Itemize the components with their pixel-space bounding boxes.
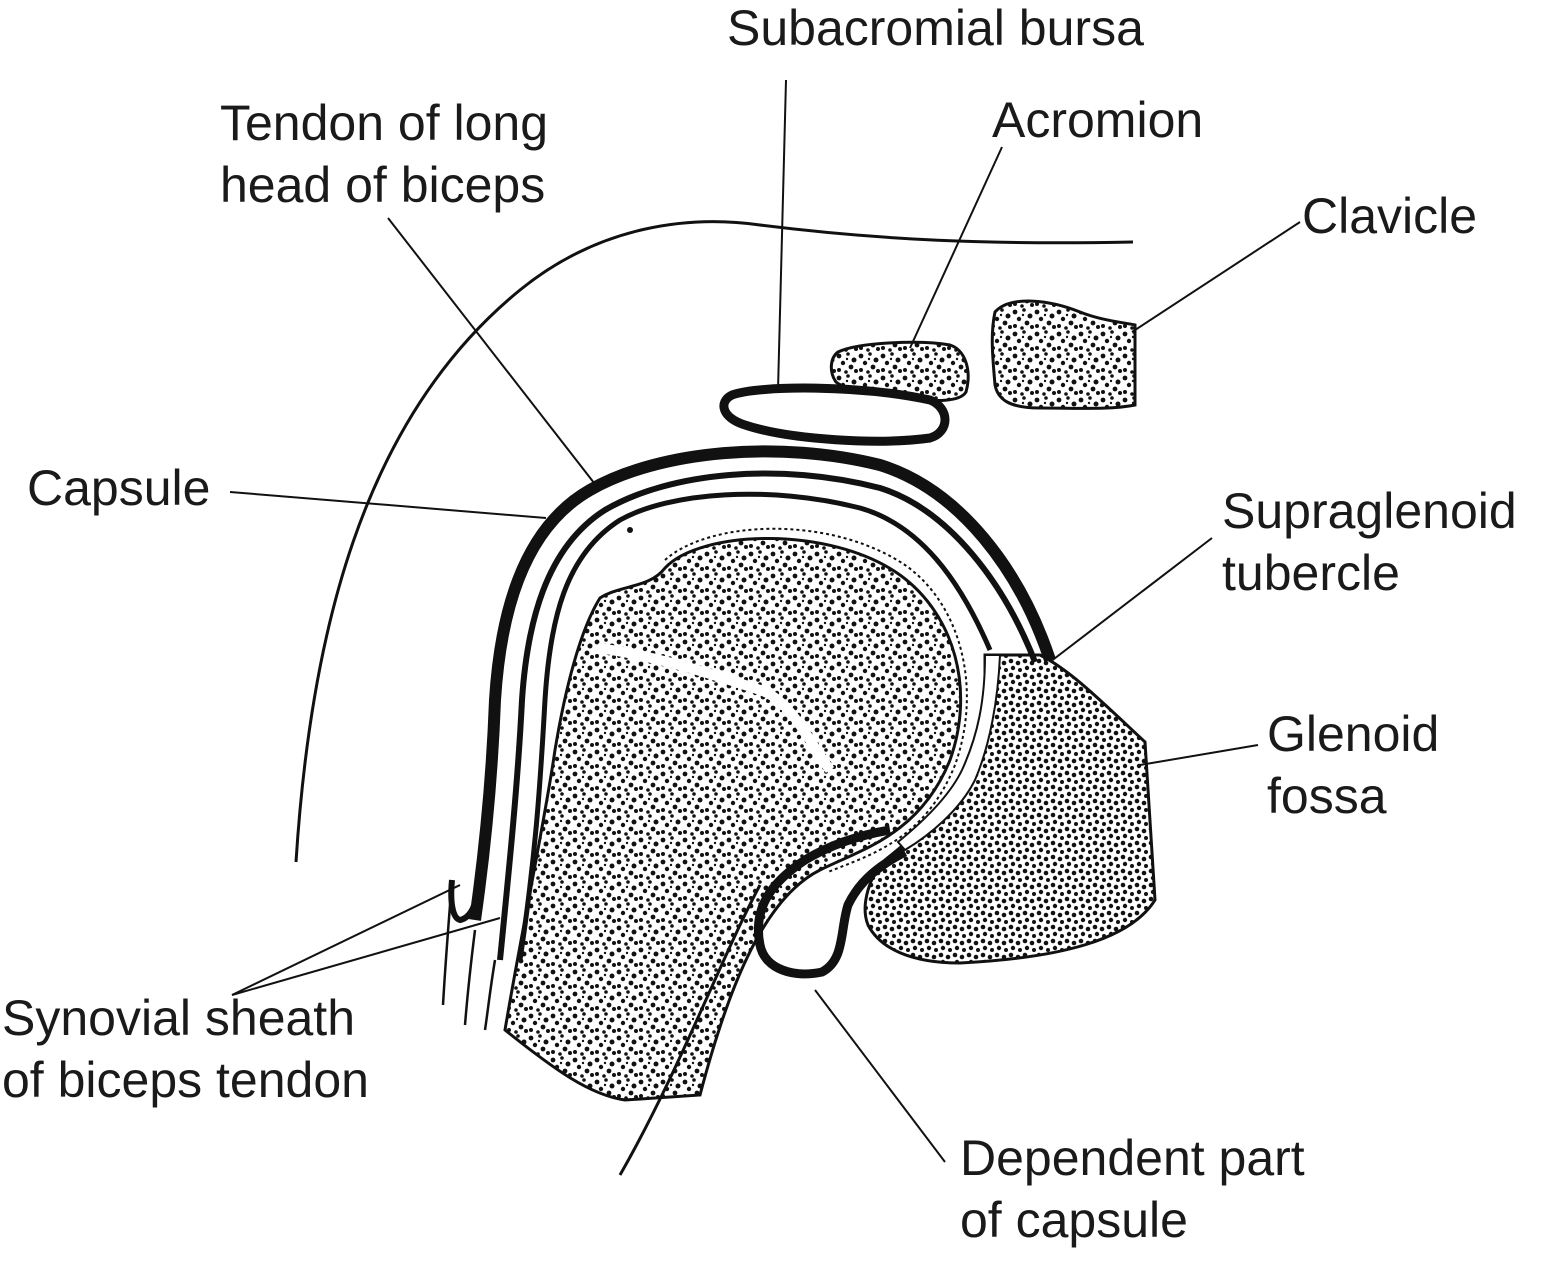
label-tendon-line-1: Tendon of long bbox=[220, 95, 549, 151]
label-acromion-text: Acromion bbox=[992, 92, 1204, 148]
label-capsule-text: Capsule bbox=[27, 460, 211, 516]
label-glenoid-line-2: fossa bbox=[1267, 768, 1387, 824]
label-supraglenoid-line-1: Supraglenoid bbox=[1222, 483, 1517, 539]
label-capsule: Capsule bbox=[27, 457, 210, 519]
leader-clavicle bbox=[1131, 221, 1301, 333]
label-synovial-line-2: of biceps tendon bbox=[2, 1052, 369, 1108]
tendon-lower-line bbox=[441, 879, 454, 1006]
dependent-capsule bbox=[754, 825, 908, 979]
label-dependent-line-1: Dependent part bbox=[960, 1130, 1305, 1186]
label-clavicle: Clavicle bbox=[1302, 185, 1477, 247]
leader-tendon bbox=[387, 217, 599, 489]
label-synovial-sheath: Synovial sheath of biceps tendon bbox=[2, 987, 369, 1111]
leader-synovial-1 bbox=[231, 884, 461, 996]
label-acromion: Acromion bbox=[992, 89, 1203, 151]
label-dependent-part-capsule: Dependent part of capsule bbox=[960, 1127, 1305, 1251]
tendon-lower-line-3 bbox=[463, 929, 477, 1026]
leader-subacromial bbox=[777, 79, 787, 391]
leader-capsule bbox=[229, 491, 547, 519]
humerus-shaft-line bbox=[618, 884, 762, 1176]
acromion-bone bbox=[829, 340, 970, 402]
label-supraglenoid-tubercle: Supraglenoid tubercle bbox=[1222, 480, 1517, 604]
synovial-layer bbox=[517, 491, 993, 961]
leader-acromion bbox=[909, 146, 1003, 349]
tendon-lower-line-2 bbox=[483, 959, 497, 1031]
label-subacromial-bursa-text: Subacromial bursa bbox=[727, 0, 1144, 56]
leader-synovial-2 bbox=[231, 917, 501, 996]
skin-outline bbox=[294, 220, 1134, 863]
capsule-outer bbox=[469, 445, 1056, 921]
humerus-bone bbox=[503, 527, 968, 1102]
label-tendon-line-2: head of biceps bbox=[220, 157, 546, 213]
label-glenoid-line-1: Glenoid bbox=[1267, 706, 1440, 762]
label-tendon-long-head: Tendon of long head of biceps bbox=[220, 92, 548, 216]
label-dependent-line-2: of capsule bbox=[960, 1192, 1188, 1248]
clavicle-bone bbox=[990, 299, 1137, 410]
subacromial-bursa-shape bbox=[719, 383, 950, 446]
label-synovial-line-1: Synovial sheath bbox=[2, 990, 356, 1046]
leader-lines bbox=[229, 79, 1301, 1163]
leader-dependent bbox=[814, 989, 946, 1163]
label-supraglenoid-line-2: tubercle bbox=[1222, 545, 1400, 601]
leader-supraglenoid bbox=[1049, 537, 1213, 663]
label-clavicle-text: Clavicle bbox=[1302, 188, 1478, 244]
capsule-inner bbox=[497, 470, 1038, 961]
leader-glenoid bbox=[1139, 744, 1259, 766]
glenoid-labrum bbox=[896, 654, 1002, 852]
label-glenoid-fossa: Glenoid fossa bbox=[1267, 703, 1439, 827]
tendon-point bbox=[627, 527, 633, 533]
label-subacromial-bursa: Subacromial bursa bbox=[727, 0, 1144, 59]
